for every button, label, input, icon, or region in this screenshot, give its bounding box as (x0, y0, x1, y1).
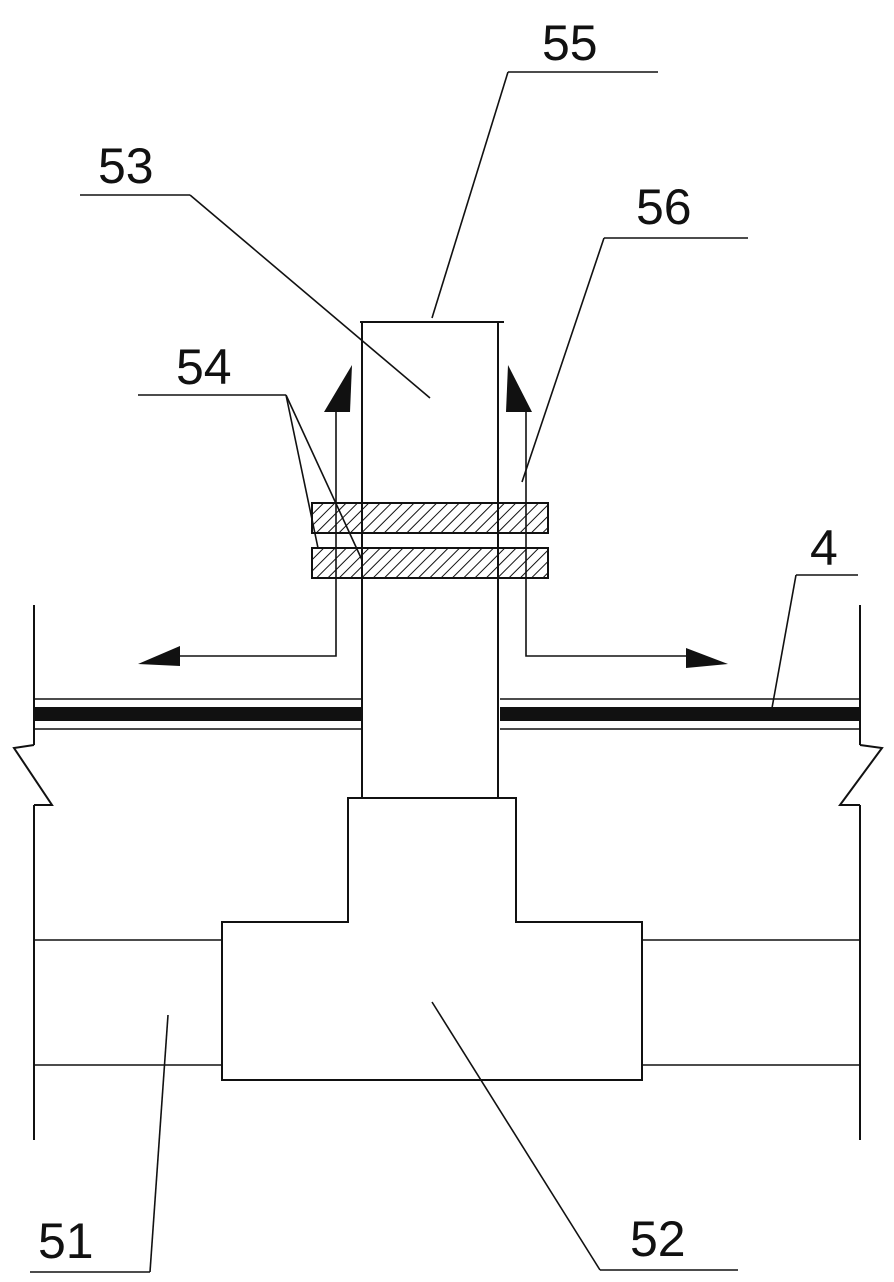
label-51: 51 (38, 1213, 94, 1269)
tee-fitting (221, 797, 643, 1081)
leader-52 (431, 1001, 738, 1271)
label-53: 53 (98, 138, 154, 194)
sealing-ring-lower (311, 547, 549, 579)
right-wall (838, 605, 884, 1140)
horizontal-pipe-right (642, 939, 860, 1066)
label-55: 55 (542, 15, 598, 71)
leader-51 (30, 1014, 169, 1273)
flow-arrow-left (138, 365, 352, 666)
leader-55 (431, 71, 658, 319)
membrane-layer-left (34, 698, 362, 730)
label-54: 54 (176, 339, 232, 395)
leader-53 (80, 194, 431, 399)
left-wall (12, 605, 54, 1140)
leader-56 (521, 237, 748, 483)
label-56: 56 (636, 179, 692, 235)
label-52: 52 (630, 1211, 686, 1267)
flow-arrow-right (506, 365, 728, 668)
horizontal-pipe-left (34, 939, 222, 1066)
leader-54 (138, 394, 363, 561)
label-4: 4 (810, 520, 838, 576)
leader-4 (771, 574, 858, 709)
membrane-layer-right (500, 698, 860, 730)
